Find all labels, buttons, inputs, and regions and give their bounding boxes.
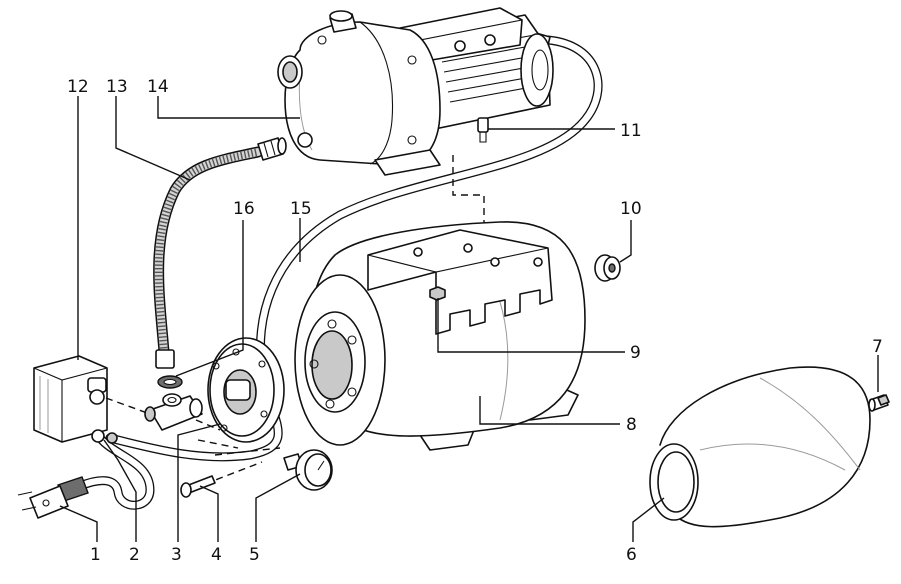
bracket-nut xyxy=(429,286,446,301)
assembly-line-tee-flange xyxy=(195,419,281,456)
callout-16: 16 xyxy=(233,199,255,219)
tee-fitting xyxy=(144,393,203,431)
callout-15: 15 xyxy=(290,199,312,219)
pressure-tank xyxy=(294,221,586,451)
callout-14: 14 xyxy=(147,77,169,97)
bolt xyxy=(180,475,216,498)
callout-12: 12 xyxy=(67,77,89,97)
seal-ring xyxy=(157,375,183,389)
pump-and-motor xyxy=(277,7,554,176)
callout-2: 2 xyxy=(129,545,140,565)
assembly-line-pump-tank xyxy=(452,155,485,235)
callout-13: 13 xyxy=(106,77,128,97)
pressure-switch xyxy=(33,355,118,444)
power-cable-with-plug xyxy=(17,430,155,519)
callout-1: 1 xyxy=(90,545,101,565)
membrane-bladder xyxy=(649,366,871,528)
pump-mounting-screw xyxy=(477,117,489,143)
assembly-line-bolt xyxy=(204,461,263,485)
callout-labels: 1 2 3 4 5 6 7 8 9 10 11 12 13 14 15 16 xyxy=(67,77,883,565)
callout-8: 8 xyxy=(626,415,637,435)
callout-3: 3 xyxy=(171,545,182,565)
assembly-line-switch-tee xyxy=(105,397,151,415)
callout-9: 9 xyxy=(630,343,641,363)
callout-7: 7 xyxy=(872,337,883,357)
callout-4: 4 xyxy=(211,545,222,565)
callout-5: 5 xyxy=(249,545,260,565)
leader-lines xyxy=(59,96,879,542)
callout-6: 6 xyxy=(626,545,637,565)
braided-flexible-hose xyxy=(153,137,287,369)
pressure-gauge xyxy=(283,449,333,491)
tank-cap xyxy=(594,254,621,282)
callout-10: 10 xyxy=(620,199,642,219)
callout-11: 11 xyxy=(620,121,642,141)
tank-flange xyxy=(207,337,285,443)
valve xyxy=(868,394,890,412)
